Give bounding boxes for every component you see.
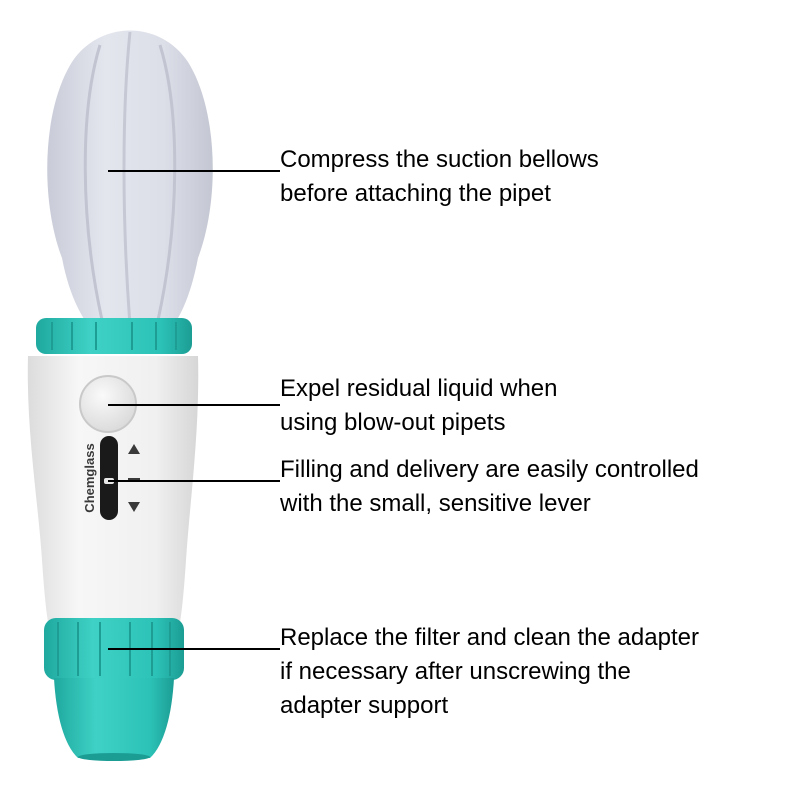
callout-lever: Filling and delivery are easily controll… bbox=[280, 453, 790, 521]
upper-collar bbox=[36, 318, 192, 354]
leader-line-lever bbox=[108, 480, 280, 482]
leader-line-adapter bbox=[108, 648, 280, 650]
fill-arrow-icon bbox=[128, 444, 140, 454]
callout-line: if necessary after unscrewing the bbox=[280, 658, 631, 685]
control-lever[interactable] bbox=[100, 436, 118, 520]
nosepiece bbox=[54, 678, 174, 758]
nosepiece-tip bbox=[78, 753, 150, 761]
callout-line: Replace the filter and clean the adapter bbox=[280, 624, 699, 651]
callout-line: adapter support bbox=[280, 692, 449, 719]
callout-adapter: Replace the filter and clean the adapter… bbox=[280, 621, 790, 723]
leader-line-bellows bbox=[108, 170, 280, 172]
callout-bellows: Compress the suction bellows before atta… bbox=[280, 143, 790, 211]
callout-line: before attaching the pipet bbox=[280, 180, 551, 207]
callout-line: using blow-out pipets bbox=[280, 409, 506, 436]
neutral-mark-icon bbox=[128, 478, 140, 481]
deliver-arrow-icon bbox=[128, 502, 140, 512]
callout-line: with the small, sensitive lever bbox=[280, 490, 591, 517]
leader-line-blowout bbox=[108, 404, 280, 406]
callout-line: Compress the suction bellows bbox=[280, 146, 599, 173]
brand-label: Chemglass bbox=[82, 443, 97, 512]
callout-blowout: Expel residual liquid when using blow-ou… bbox=[280, 372, 790, 440]
callout-line: Expel residual liquid when bbox=[280, 375, 558, 402]
suction-bellows bbox=[47, 30, 213, 330]
callout-line: Filling and delivery are easily controll… bbox=[280, 456, 699, 483]
